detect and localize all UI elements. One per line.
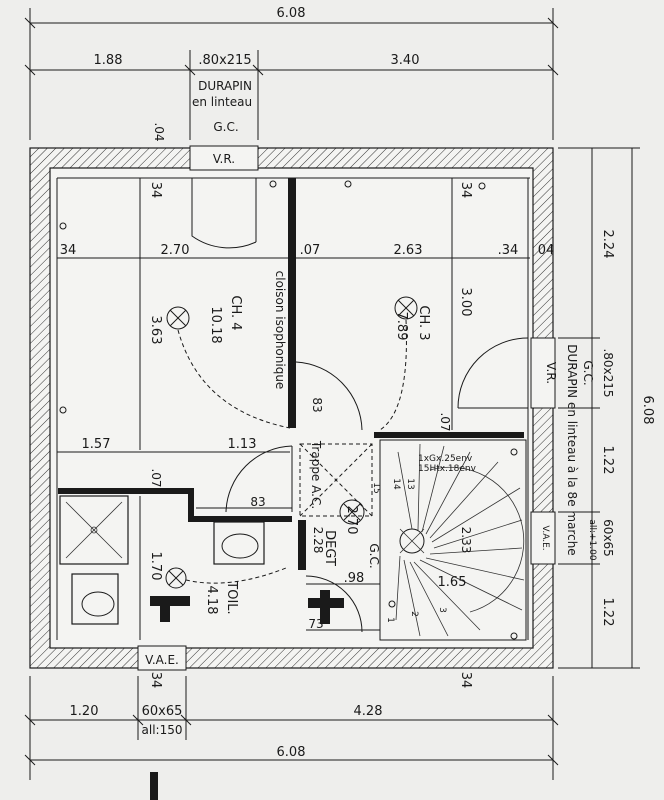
room-area-ch3: 7.89 (394, 312, 409, 341)
vae-bottom-label: V.A.E. (145, 653, 179, 667)
dim-73: 73 (308, 617, 323, 631)
dim-bottom-opening: 60x65 (142, 704, 183, 719)
light-fixtures (59, 180, 518, 640)
dim-04: .04 (152, 122, 166, 141)
room-name-ch3: CH. 3 (416, 305, 431, 340)
light-icon (166, 306, 190, 330)
dim-top-total: 6.08 (277, 6, 306, 21)
dim-34-left: 34 (60, 243, 77, 258)
durapin-right-label: DURAPIN en linteau à la 8e marche (565, 344, 579, 555)
dim-04-right: 04 (538, 243, 555, 258)
dim-165: 1.65 (438, 575, 467, 590)
dim-bottom-left: 1.20 (70, 704, 99, 719)
light-icon (394, 296, 418, 320)
dim-34-bottom-left: 34 (148, 672, 163, 689)
stair-step-3: 3 (437, 607, 447, 613)
partition-label: cloison isophonique (273, 271, 287, 390)
dim-83-a: 83 (310, 397, 324, 412)
vr-right-label: V.R. (544, 362, 558, 384)
vr-top-label: V.R. (213, 152, 235, 166)
dim-right-opening: .80x215 (601, 348, 615, 397)
hatch-label: Trappe A.C. (309, 440, 323, 509)
room-labels: CH. 4 10.18 CH. 3 7.89 TOIL. 4.18 DEGT 2… (204, 271, 431, 615)
light-icon (339, 499, 365, 525)
washbasin (213, 521, 265, 565)
interior-dimensions: 34 2.70 .07 2.63 .34 04 34 34 3.63 3.00 … (57, 178, 554, 688)
dim-top-right: 3.40 (391, 53, 420, 68)
stair-step-13: 13 (405, 478, 415, 489)
stair-note-1: 1xGx.25env (418, 454, 473, 464)
right-dimensions: 2.24 .80x215 1.22 60x65 1.22 6.08 DURAPI… (558, 147, 655, 669)
dim-363: 3.63 (148, 316, 163, 345)
durapin-top-label: DURAPIN (198, 79, 252, 93)
bottom-dimensions: 1.20 60x65 all:150 4.28 6.08 (24, 676, 559, 800)
room-area-degt: 2.70 (344, 506, 359, 535)
interior-walls (56, 177, 530, 640)
room-area-toil: 4.18 (204, 586, 219, 615)
dim-300: 3.00 (458, 288, 473, 317)
dim-233: 2.33 (459, 527, 473, 554)
dim-top-left: 1.88 (94, 53, 123, 68)
dim-34-top-left: 34 (148, 182, 163, 199)
dim-98: .98 (344, 571, 365, 586)
dim-34-top-right: 34 (458, 182, 473, 199)
dim-263: 2.63 (394, 243, 423, 258)
dim-34-bottom-right: 34 (458, 672, 473, 689)
dim-113: 1.13 (228, 437, 257, 452)
dim-right-mid: 1.22 (600, 446, 615, 475)
dim-157: 1.57 (82, 437, 111, 452)
dim-right-total: 6.08 (640, 396, 655, 425)
dim-228: 2.28 (311, 527, 325, 554)
stair-step-14: 14 (391, 478, 401, 490)
stair-step-2: 2 (409, 611, 419, 617)
toilet (71, 573, 119, 625)
dim-270: 2.70 (161, 243, 190, 258)
gc-top-label: G.C. (213, 120, 238, 134)
vae-right-label: V.A.E. (540, 525, 550, 550)
top-dimensions: 6.08 1.88 .80x215 3.40 DURAPIN en lintea… (24, 6, 559, 142)
dim-07-a: .07 (300, 243, 321, 258)
light-icon (165, 567, 187, 589)
doors (191, 178, 529, 633)
dim-right-vae: 60x65 (601, 519, 615, 557)
dim-07-c: .07 (149, 468, 163, 487)
dim-right-bottom: 1.22 (600, 598, 615, 627)
dim-top-opening: .80x215 (198, 53, 251, 68)
all-right-label: all:+1.00 (587, 519, 597, 560)
dim-07-b: .07 (438, 412, 452, 431)
stair-note-2: 15Htx.18env (418, 464, 477, 474)
room-name-degt: DEGT (322, 530, 337, 566)
gc-right-label: G.C. (581, 360, 595, 385)
dim-83-b: 83 (250, 495, 265, 509)
dim-170: 1.70 (148, 552, 163, 581)
dim-bottom-right: 4.28 (354, 704, 383, 719)
room-name-ch4: CH. 4 (228, 295, 243, 330)
dim-right-top: 2.24 (600, 230, 615, 259)
stair-step-1: 1 (385, 617, 395, 623)
staircase: 1xGx.25env 15Htx.18env (379, 439, 527, 641)
dim-bottom-all: all:150 (142, 723, 183, 737)
dim-34-right: .34 (498, 243, 519, 258)
room-name-toil: TOIL. (224, 580, 239, 614)
room-area-ch4: 10.18 (208, 306, 223, 343)
shower (59, 495, 129, 565)
gc-stair-label: G.C. (367, 543, 381, 568)
stair-step-15: 15 (371, 482, 381, 493)
lintel-top-label: en linteau (192, 95, 252, 109)
dim-bottom-total: 6.08 (277, 745, 306, 760)
